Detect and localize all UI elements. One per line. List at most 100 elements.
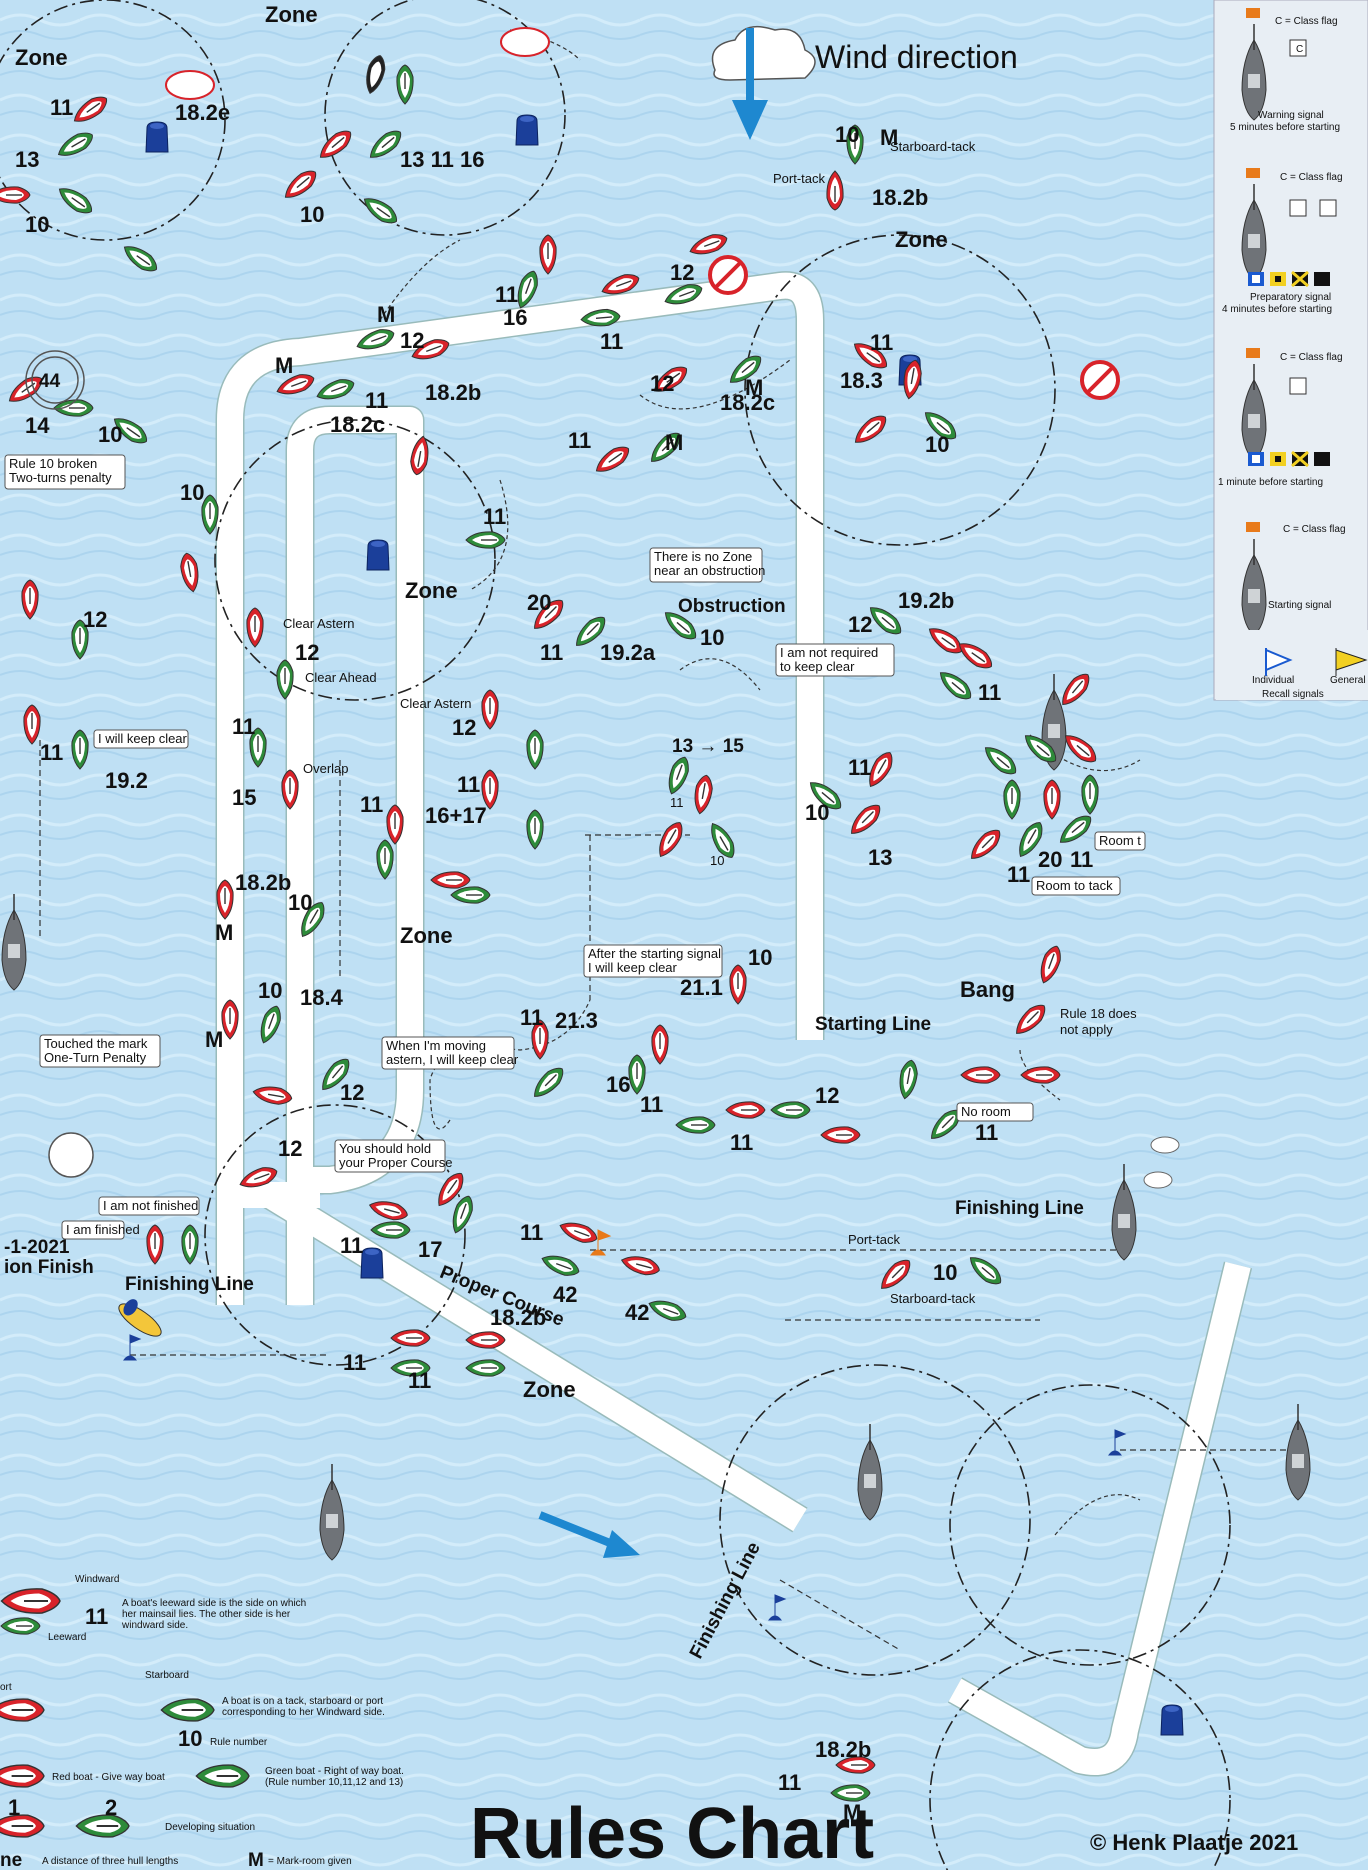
one-minute-signal: C = Class flag 1 minute before starting <box>1218 348 1343 488</box>
zone-circle <box>929 1649 1231 1870</box>
label-obstruction: Obstruction <box>678 596 786 617</box>
class-flag-note: C = Class flag <box>1283 524 1346 535</box>
label-r10b: 10 <box>300 202 324 227</box>
label-finishing-line: Finishing Line <box>955 1198 1084 1219</box>
warning-signal-label: Warning signal 5 minutes before starting <box>1230 110 1340 133</box>
info-box-room-to-tack: Room to tack <box>1031 876 1121 896</box>
signals-panel: C C = Class flag Warning signal 5 minute… <box>1213 0 1368 701</box>
label-r18-2b-l: 18.2b <box>235 870 291 895</box>
start-pin-flag <box>590 1229 612 1256</box>
label-r11-nr: 11 <box>975 1120 998 1145</box>
label-r21-1: 21.1 <box>680 975 723 1000</box>
label-r16-17: 16+17 <box>425 803 487 828</box>
zone-circle <box>214 419 496 701</box>
copyright: © Henk Plaatje 2021 <box>1090 1830 1298 1855</box>
label-m2: M <box>745 375 763 400</box>
label-r11-t: 11 <box>670 795 684 810</box>
label-zone-label: Zone <box>265 2 318 27</box>
zone-path-1 <box>379 239 461 321</box>
zone-circle <box>719 1364 1031 1676</box>
class-flag-note: C = Class flag <box>1275 16 1338 27</box>
label-m6: M <box>215 920 233 945</box>
label-r11-pc: 11 <box>340 1233 363 1258</box>
legend: Windward 11 Leeward A boat's leeward sid… <box>0 1574 404 1870</box>
label-port-tack-2: Port-tack <box>848 1232 901 1247</box>
label-r11-fl: 11 <box>520 1220 543 1245</box>
zone-circle <box>949 1384 1231 1666</box>
wind-direction-label: Wind direction <box>815 39 1018 75</box>
starting-signal: C = Class flag Starting signal <box>1241 522 1346 636</box>
yellow-touched-mark <box>118 1299 162 1337</box>
label-r11-big: 11 <box>360 792 383 817</box>
legend-developing: Developing situation <box>165 1822 255 1833</box>
finish-flags <box>122 1229 1127 1621</box>
mark-buoy <box>145 121 169 153</box>
label-r18-2e: 18.2e <box>175 100 230 125</box>
proper-course-arrow <box>538 1511 640 1558</box>
svg-text:C: C <box>1296 44 1303 55</box>
penalty-circles <box>25 27 550 1178</box>
label-r10-21: 10 <box>748 945 772 970</box>
info-box-will-keep-clear: I will keep clear <box>93 729 189 749</box>
label-r11-top: 11 <box>495 282 518 307</box>
general-recall: General <box>1330 675 1366 686</box>
label-r11-br: 11 <box>778 1770 801 1795</box>
label-r19-2b: 19.2b <box>898 588 954 613</box>
chart-title: Rules Chart <box>470 1794 874 1870</box>
label-r10-t: 10 <box>710 853 724 868</box>
class-flag-note: C = Class flag <box>1280 352 1343 363</box>
fin-path <box>1054 1494 1141 1536</box>
label-r11-b2: 11 <box>408 1368 431 1393</box>
label-m8: M <box>843 1800 861 1825</box>
svg-text:to keep clear: to keep clear <box>780 659 855 674</box>
label-r11-s: 11 <box>640 1092 663 1117</box>
label-clear-astern-2: Clear Astern <box>400 696 472 711</box>
label-port-tack: Port-tack <box>773 171 826 186</box>
legend-port: ort <box>0 1682 12 1693</box>
info-box-finished: I am finished <box>61 1220 140 1240</box>
signals-panel-bg <box>1213 0 1368 701</box>
label-r11-21: 11 <box>520 1005 543 1030</box>
label-r12-top: 12 <box>650 371 674 396</box>
label-r13-r2: 13 <box>868 845 892 870</box>
svg-text:I will keep clear: I will keep clear <box>588 960 678 975</box>
svg-text:You should hold: You should hold <box>339 1141 431 1156</box>
label-r10-o: 10 <box>925 432 949 457</box>
zone-circle <box>324 0 566 236</box>
svg-text:There is no Zone: There is no Zone <box>654 549 752 564</box>
legend-m-def: = Mark-room given <box>268 1856 352 1867</box>
label-r15: 15 <box>232 785 256 810</box>
label-starboard-tack-2: Starboard-tack <box>890 1291 976 1306</box>
label-r12-c: 12 <box>83 607 107 632</box>
svg-text:ion Finish: ion Finish <box>4 1257 94 1278</box>
label-starting-line: Starting Line <box>815 1014 931 1035</box>
info-box-no-room: No room <box>956 1102 1034 1122</box>
svg-text:I am finished: I am finished <box>66 1222 140 1237</box>
label-r10-r2: 10 <box>805 800 829 825</box>
label-r11-ov: 11 <box>232 714 255 739</box>
preparatory-signal: C = Class flag Preparatory signal 4 minu… <box>1222 168 1343 315</box>
prohibited-symbols <box>708 255 1120 400</box>
wind-indicator: Wind direction <box>711 25 1018 140</box>
label-r17: 17 <box>418 1237 442 1262</box>
label-r10-lz: 10 <box>288 890 312 915</box>
label-r18-2c-m: 18.2c <box>330 412 385 437</box>
label-r13-11-16: 13 11 16 <box>400 147 484 172</box>
label-r11-b: 11 <box>343 1350 366 1375</box>
finish-pin-flag <box>122 1334 142 1361</box>
individual-recall-flag-icon <box>1265 648 1293 676</box>
label-r19-2a: 19.2a <box>600 640 656 665</box>
label-r44a: 44 <box>39 371 61 392</box>
svg-text:Preparatory signal 4 m: Preparatory signal 4 minutes before star… <box>1222 292 1334 315</box>
label-r16-s: 16 <box>606 1072 630 1097</box>
zone-circle <box>204 1104 466 1366</box>
legend-starboard: Starboard <box>145 1670 189 1681</box>
label-zone-label: Zone <box>523 1377 576 1402</box>
zone-circle <box>744 234 1056 546</box>
legend-leeward-def: A boat's leeward side is the side on whi… <box>121 1598 309 1631</box>
label-r16-top: 16 <box>503 305 527 330</box>
